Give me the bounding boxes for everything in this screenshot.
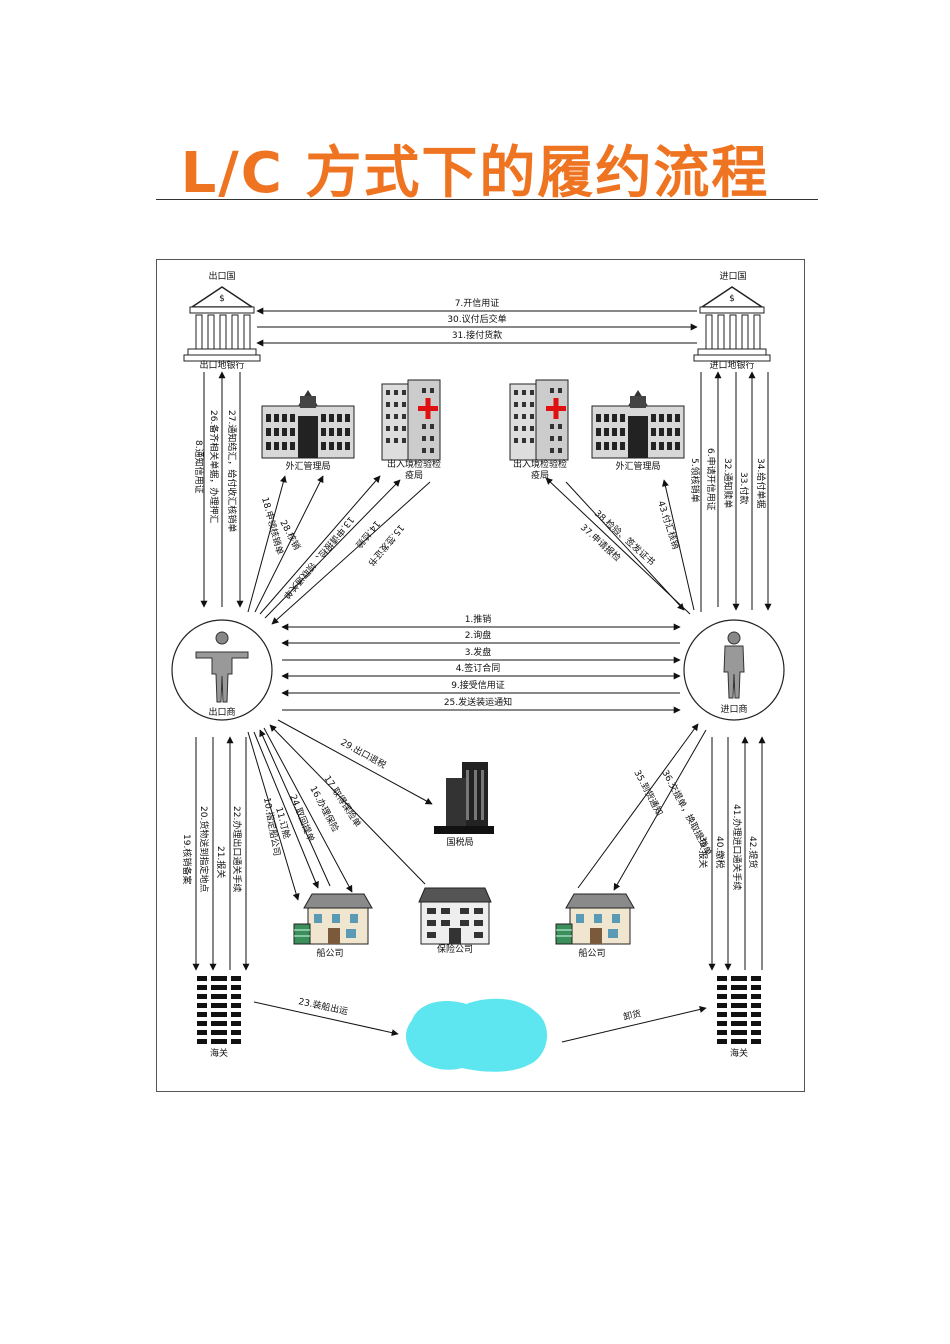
label-22: 22.办理出口通关手续 (231, 806, 243, 892)
label-31: 31.接付货款 (452, 329, 502, 341)
insurance-company-icon (418, 887, 492, 945)
label-40: 40.缴税 (714, 836, 726, 868)
customs-right-icon (716, 974, 762, 1046)
label-34: 34.给付单据 (755, 458, 767, 508)
customs-left-label: 海关 (210, 1047, 228, 1059)
customs-right-label: 海关 (730, 1047, 748, 1059)
shipping-company-left-label: 船公司 (316, 947, 343, 959)
inspection-bureau-right-label-2: 疫局 (531, 469, 549, 481)
label-29: 29.出口退税 (339, 736, 389, 771)
arrow-16 (263, 727, 353, 893)
label-1: 1.推销 (465, 613, 492, 625)
tax-bureau-label: 国税局 (446, 836, 473, 848)
title-divider (156, 199, 818, 200)
arrow-43 (662, 479, 695, 611)
arrow-17 (269, 724, 426, 885)
arrow-15 (271, 481, 431, 625)
label-42: 42.提货 (747, 836, 759, 868)
shipping-company-right-label: 船公司 (578, 947, 605, 959)
arrow-13 (259, 475, 381, 615)
arrow-18 (247, 475, 287, 613)
importer-label: 进口商 (720, 703, 747, 715)
import-country-label: 进口国 (719, 271, 746, 282)
import-bank-label: 进口地银行 (709, 359, 754, 371)
label-7: 7.开信用证 (455, 297, 500, 309)
exporter-label: 出口商 (208, 706, 235, 718)
label-25: 25.发送装运通知 (444, 696, 512, 708)
label-19: 19.核销备案 (181, 834, 193, 884)
arrow-10 (247, 731, 300, 901)
arrow-37 (545, 477, 691, 615)
arrow-11 (253, 731, 319, 889)
diagram-frame (156, 259, 805, 1092)
inspection-bureau-left-label-2: 疫局 (405, 469, 423, 481)
arrow-14 (264, 479, 401, 619)
label-32: 32.通知赎单 (722, 458, 734, 508)
arrow-unload (561, 1006, 707, 1043)
inspection-bureau-left-icon (381, 379, 441, 461)
forex-bureau-left-icon (261, 389, 355, 459)
shipping-company-left-icon (293, 893, 373, 945)
label-8: 8.通知信用证 (193, 440, 205, 494)
customs-left-icon (196, 974, 242, 1046)
label-4: 4.签订合同 (456, 662, 501, 674)
page-title: L/C 方式下的履约流程 (180, 141, 770, 206)
label-39: 39.报关 (697, 836, 709, 868)
export-country-label: 出口国 (208, 270, 235, 282)
label-6: 6.申请开信用证 (705, 448, 717, 511)
inspection-bureau-right-label: 出入境检验检 (513, 458, 567, 470)
label-23: 23.装船出运 (297, 995, 349, 1017)
label-3: 3.发盘 (465, 646, 492, 658)
arrow-38 (565, 481, 685, 611)
arrow-36 (613, 729, 707, 891)
label-41: 41.办理进口通关手续 (731, 804, 743, 890)
label-30: 30.议付后交单 (447, 313, 506, 325)
export-bank-symbol: $ (219, 294, 225, 304)
label-2: 2.询盘 (465, 629, 492, 641)
label-5: 5.领核销单 (689, 458, 701, 503)
sea-shape (405, 998, 548, 1072)
export-bank-label: 出口地银行 (199, 359, 244, 371)
shipping-company-right-icon (555, 893, 635, 945)
arrow-35 (577, 723, 699, 889)
label-9: 9.接受信用证 (451, 679, 505, 691)
label-20: 20.货物送到指定地点 (198, 806, 210, 892)
label-27: 27.通知结汇，给付收汇核销单 (226, 410, 238, 532)
forex-bureau-left-label: 外汇管理局 (285, 460, 330, 472)
insurance-company-label: 保险公司 (437, 943, 473, 955)
label-26: 26.备齐相关单据，办理押汇 (208, 410, 220, 523)
inspection-bureau-right-icon (509, 379, 569, 461)
arrow-24 (259, 729, 331, 887)
arrow-29 (277, 719, 433, 805)
forex-bureau-right-label: 外汇管理局 (615, 460, 660, 472)
import-bank-symbol: $ (729, 294, 735, 304)
arrow-23 (253, 1001, 399, 1037)
forex-bureau-right-icon (591, 389, 685, 459)
inspection-bureau-left-label: 出入境检验检 (387, 458, 441, 470)
label-21: 21.报关 (215, 846, 227, 878)
exporter-icon (195, 631, 249, 703)
arrow-28 (254, 475, 324, 613)
label-33: 33.付款 (738, 472, 750, 504)
tax-bureau-icon (434, 762, 494, 834)
label-unload: 卸货 (622, 1007, 642, 1022)
label-43: 43.付汇核销 (655, 499, 682, 551)
